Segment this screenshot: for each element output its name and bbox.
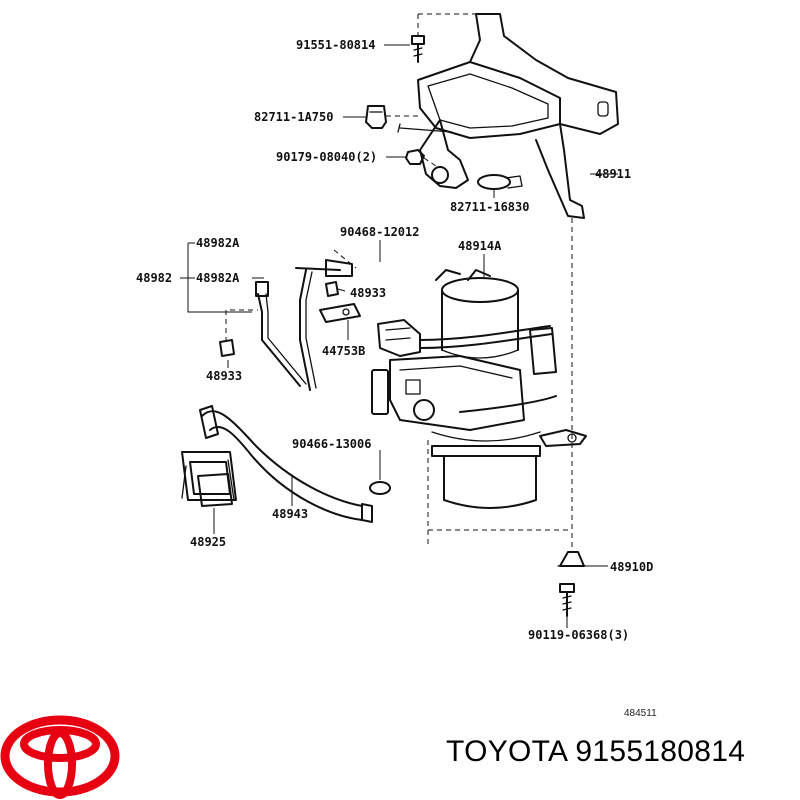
hose-48943 <box>199 405 373 523</box>
part-label-48910D: 48910D <box>610 560 653 574</box>
leader-lines <box>180 44 618 628</box>
pump-assembly-48914A <box>371 269 587 509</box>
part-label-48925: 48925 <box>190 535 226 549</box>
toyota-logo <box>0 715 120 799</box>
pipe-48982 <box>255 259 353 391</box>
cushion-48910D <box>557 551 587 567</box>
part-label-48982A-upper: 48982A <box>196 236 240 250</box>
part-label-48982A-lower: 48982A <box>196 271 240 285</box>
bolt-91551-80814 <box>411 35 425 63</box>
brand-name: TOYOTA <box>446 735 567 768</box>
clip-48933-lower <box>219 339 235 357</box>
part-label-48982: 48982 <box>136 271 172 285</box>
part-label-82711-16830: 82711-16830 <box>450 200 529 214</box>
part-label-48943: 48943 <box>272 507 308 521</box>
part-label-48933-lower: 48933 <box>206 369 242 383</box>
part-label-48933-upper: 48933 <box>350 286 386 300</box>
part-label-44753B: 44753B <box>322 344 365 358</box>
clip-82711-1A750 <box>365 105 387 129</box>
assembly-dashed-lines <box>225 13 573 552</box>
bracket-44753B <box>319 303 361 323</box>
part-label-91551-80814: 91551-80814 <box>296 38 375 52</box>
part-label-90466-13006: 90466-13006 <box>292 437 371 451</box>
brand-part-number: 9155180814 <box>575 735 746 768</box>
part-label-48911: 48911 <box>595 167 631 181</box>
filter-48925 <box>181 451 237 507</box>
bolt-90119-06368 <box>559 583 575 617</box>
part-label-48914A: 48914A <box>458 239 502 253</box>
part-label-82711-1A750: 82711-1A750 <box>254 110 333 124</box>
diagram-reference-number: 484511 <box>624 708 657 719</box>
part-label-90468-12012: 90468-12012 <box>340 225 419 239</box>
clamp-82711-16830 <box>477 174 523 190</box>
brand-title: TOYOTA 9155180814 <box>446 735 745 769</box>
part-label-90179-08040: 90179-08040(2) <box>276 150 377 164</box>
part-label-90119-06368: 90119-06368(3) <box>528 628 629 642</box>
clamp-90466-13006 <box>369 481 391 495</box>
nut-90179-08040 <box>405 149 425 165</box>
bracket-48911 <box>397 13 619 219</box>
clip-48933-upper <box>325 281 339 297</box>
